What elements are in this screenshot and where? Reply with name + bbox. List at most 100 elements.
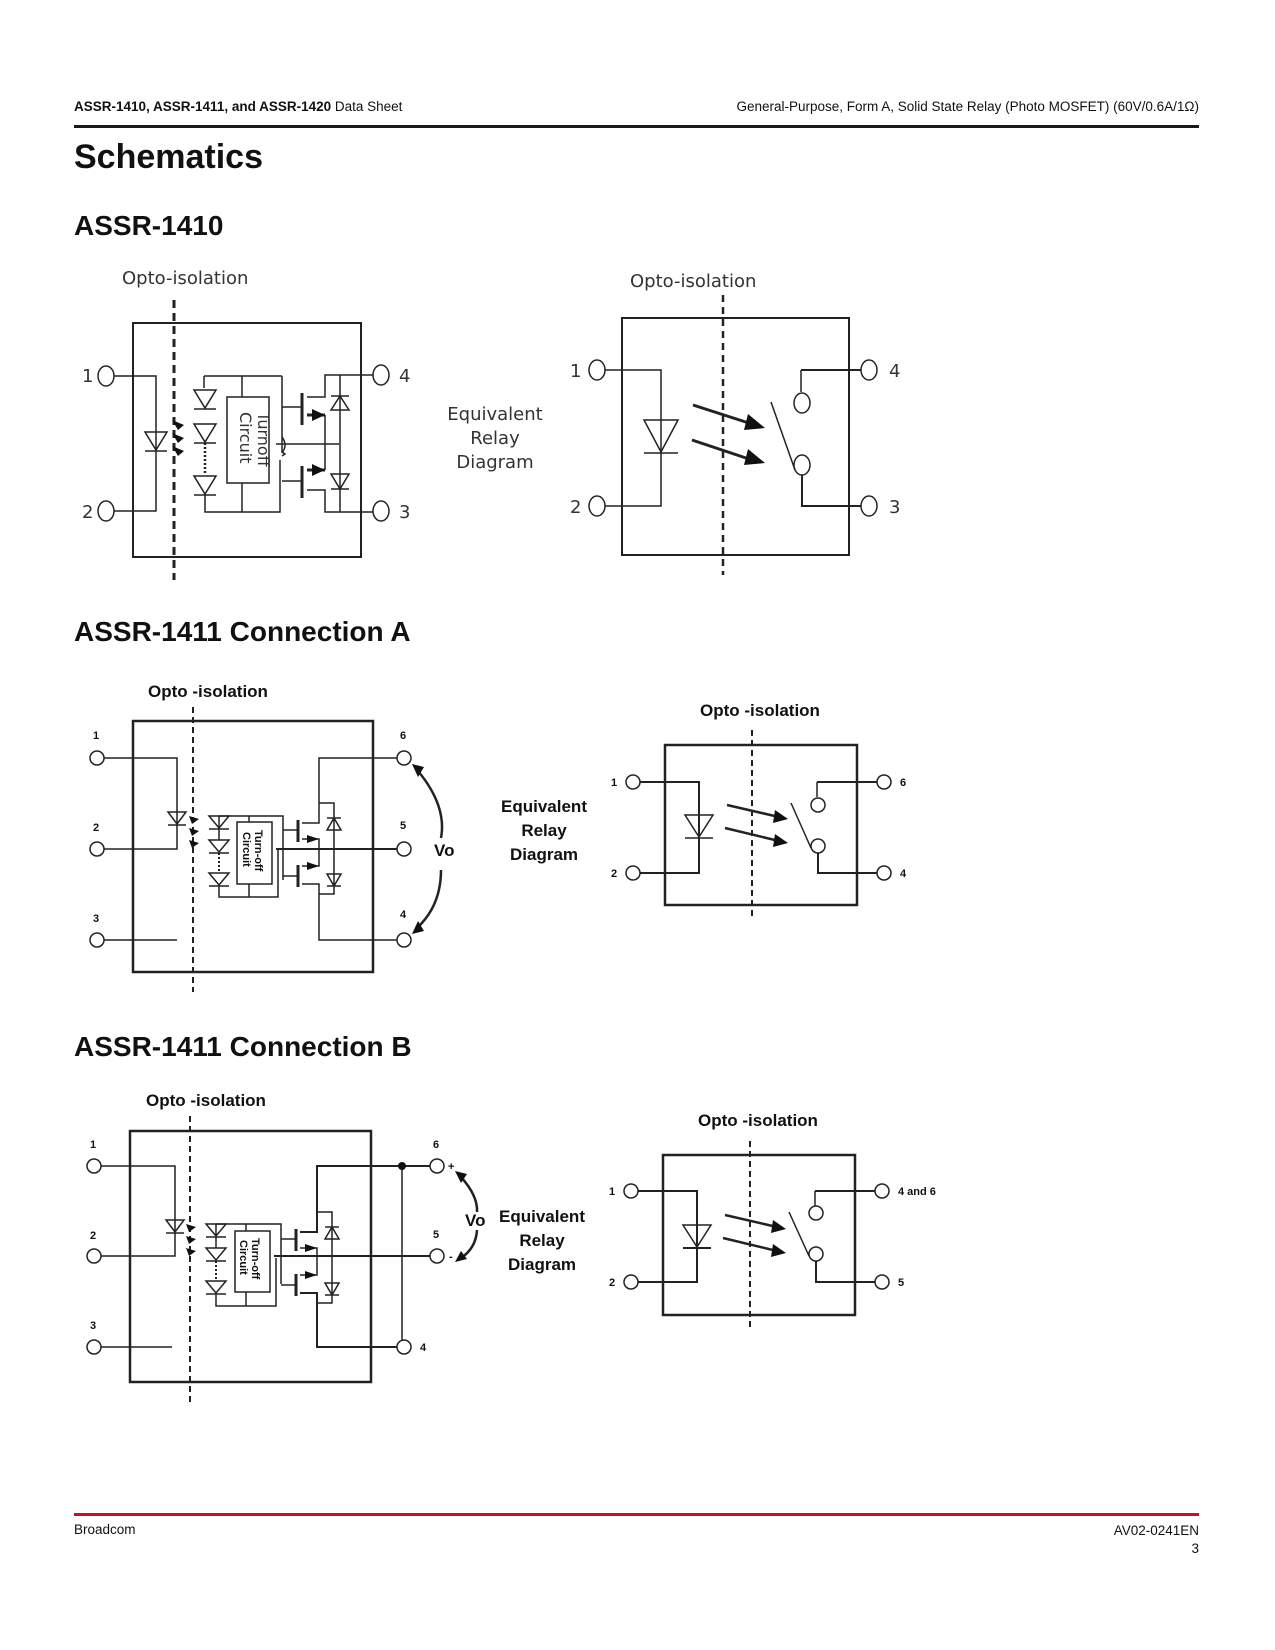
- footer-company: Broadcom: [74, 1522, 136, 1537]
- pin-1-label: 1: [93, 730, 99, 742]
- turnoff-label-1: Turn-off: [249, 1238, 261, 1280]
- vo-arrow-top: [417, 770, 444, 839]
- relay-package-outline: [663, 743, 859, 907]
- photodiode-3: [207, 872, 231, 887]
- pin-1-label: 1: [611, 777, 617, 789]
- opto-isolation-label: Opto -isolation: [700, 701, 820, 720]
- section-title-assr-1411-connection-a: ASSR-1411 Connection A: [74, 616, 411, 647]
- pin-5-label: 5: [898, 1277, 904, 1289]
- pin-5-label: 5: [400, 820, 406, 832]
- turnoff-label-2: Circuit: [237, 1240, 249, 1275]
- footer-doc-number: AV02-0241EN: [1113, 1523, 1199, 1538]
- pin-4-label: 4: [399, 366, 410, 387]
- page-title: Schematics: [74, 138, 263, 176]
- pin-4-label: 4: [400, 909, 407, 921]
- opto-isolation-label: Opto -isolation: [148, 682, 268, 701]
- junction-dot: [398, 1162, 406, 1170]
- relay-package-outline: [661, 1153, 857, 1317]
- mosfet-arrow-2: [307, 862, 319, 870]
- caption-line-3: Diagram: [456, 452, 533, 473]
- caption-line-3: Diagram: [508, 1255, 576, 1274]
- pin-2-label: 2: [609, 1277, 615, 1289]
- switch-contact-top: [808, 1205, 824, 1221]
- caption-line-2: Relay: [519, 1231, 565, 1250]
- photodiode-1: [207, 815, 231, 830]
- turnoff-label-1: Turnoff: [254, 411, 273, 468]
- pin-3-label: 3: [93, 913, 99, 925]
- section-title-assr-1411-connection-b: ASSR-1411 Connection B: [74, 1031, 412, 1062]
- pin-4-label: 4: [900, 868, 907, 880]
- plus-sign: +: [448, 1161, 454, 1173]
- vo-label: Vo: [465, 1211, 485, 1230]
- pin-1-label: 1: [90, 1139, 96, 1151]
- pin-4-and-6-terminal: [874, 1183, 890, 1199]
- header-rule: [74, 125, 1199, 128]
- pin-5-terminal: [874, 1274, 890, 1290]
- footer-page-number: 3: [1191, 1541, 1199, 1556]
- pin-1-label: 1: [82, 366, 93, 387]
- pin-1-terminal: [623, 1183, 639, 1199]
- opto-isolation-label: Opto-isolation: [122, 268, 248, 289]
- footer-info: AV02-0241EN 3: [1114, 1522, 1199, 1558]
- package-outline: [131, 719, 375, 974]
- pin-6-label: 6: [400, 730, 406, 742]
- relay-package-outline: [621, 317, 850, 556]
- led-diode: [143, 431, 169, 452]
- switch-blade: [770, 401, 796, 471]
- body-diode-2: [325, 873, 343, 888]
- pin-4-and-6-label: 4 and 6: [898, 1186, 936, 1198]
- led-diode: [164, 1219, 186, 1234]
- switch-blade: [788, 1211, 810, 1257]
- pin-2-label: 2: [611, 868, 617, 880]
- caption-line-1: Equivalent: [501, 797, 587, 816]
- mosfet-arrow-1: [312, 409, 325, 421]
- led-diode: [642, 419, 680, 454]
- light-arrow-2: [172, 433, 184, 443]
- vo-arrowhead-top: [412, 764, 424, 777]
- body-diode-1: [323, 1225, 341, 1240]
- vo-arrow-bottom: [417, 869, 443, 928]
- pin-1-label: 1: [570, 361, 581, 382]
- pin-3-label: 3: [889, 497, 900, 518]
- photodiode-2: [192, 423, 218, 444]
- section-title-assr-1410: ASSR-1410: [74, 210, 224, 241]
- pin-2-label: 2: [570, 497, 581, 518]
- light-arrow-3: [172, 446, 184, 456]
- switch-contact-top: [793, 392, 811, 414]
- switch-blade: [790, 802, 812, 849]
- header-doc-title: ASSR-1410, ASSR-1411, and ASSR-1420 Data…: [74, 99, 402, 114]
- turnoff-label-2: Circuit: [236, 412, 255, 464]
- caption-line-2: Relay: [521, 821, 567, 840]
- turnoff-label-1: Turn-off: [252, 830, 264, 872]
- caption-line-1: Equivalent: [447, 404, 542, 425]
- turnoff-circuit-box: [234, 1230, 271, 1293]
- photodiode-3: [192, 475, 218, 496]
- caption-line-3: Diagram: [510, 845, 578, 864]
- led-diode: [166, 811, 188, 826]
- switch-contact-top: [810, 797, 826, 813]
- opto-isolation-label: Opto -isolation: [146, 1091, 266, 1110]
- pin-2-label: 2: [90, 1230, 96, 1242]
- photodiode-2: [204, 1247, 228, 1262]
- light-arrow-2: [744, 449, 765, 465]
- minus-sign: -: [449, 1251, 453, 1263]
- photodiode-1: [192, 389, 218, 410]
- vo-label: Vo: [434, 841, 454, 860]
- photodiode-1: [204, 1223, 228, 1238]
- pin-2-terminal: [623, 1274, 639, 1290]
- light-arrow-1: [744, 414, 765, 430]
- mosfet-arrow-2: [312, 464, 325, 476]
- pin-4-label: 4: [889, 361, 900, 382]
- turnoff-label-2: Circuit: [240, 832, 252, 867]
- header-product-description: General-Purpose, Form A, Solid State Rel…: [736, 99, 1199, 114]
- pin-6-label: 6: [900, 777, 906, 789]
- pin-2-label: 2: [82, 502, 93, 523]
- led-diode: [681, 1224, 713, 1249]
- pin-5-label: 5: [433, 1229, 439, 1241]
- switch-contact-bottom: [808, 1246, 824, 1262]
- turnoff-circuit-box: [236, 821, 273, 885]
